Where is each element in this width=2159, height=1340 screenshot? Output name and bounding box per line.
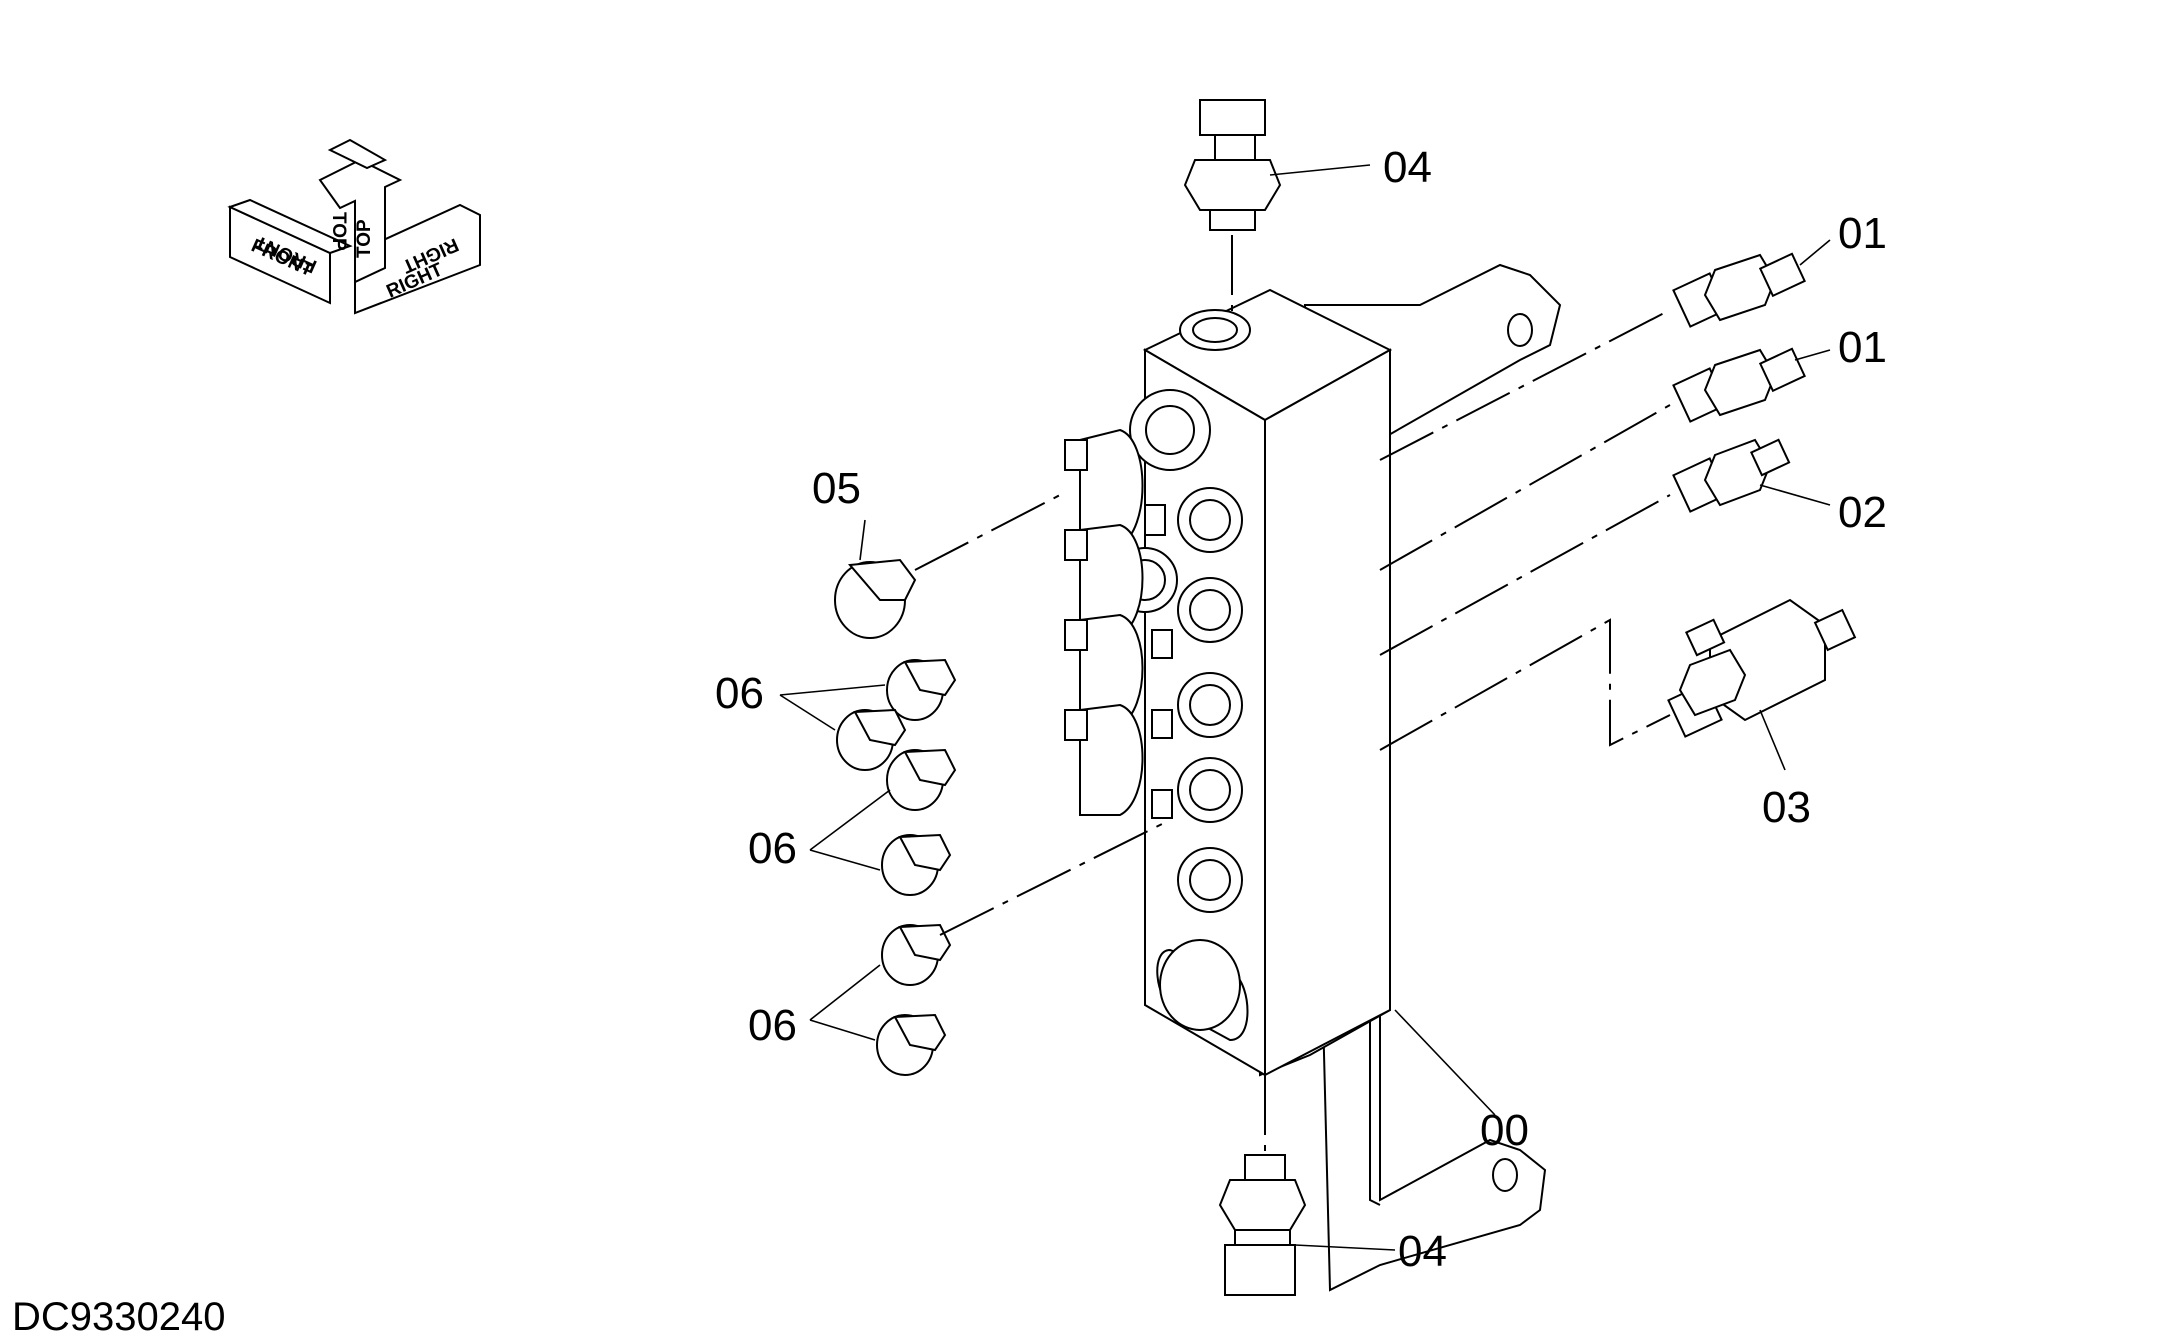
plugs-06 [836,658,957,1076]
fitting-04-top [1183,99,1282,231]
fitting-02 [1672,438,1791,513]
fitting-04-bottom [1218,1154,1307,1296]
callout-01-upper: 01 [1838,209,1887,258]
callout-06-top: 06 [715,669,764,718]
assembly-lines [914,235,1671,1155]
fitting-01-lower [1672,347,1806,423]
callout-00: 00 [1480,1106,1529,1155]
callouts: 04 01 01 02 03 05 06 06 06 00 04 [715,143,1887,1276]
fitting-01-upper [1672,252,1806,328]
callout-04-bottom: 04 [1398,1227,1447,1276]
check-valves [1064,428,1144,816]
orientation-top-label: TOP [328,212,349,251]
callout-03: 03 [1762,783,1811,832]
callout-02: 02 [1838,488,1887,537]
callout-04-top: 04 [1383,143,1432,192]
document-id: DC9330240 [12,1295,226,1339]
callout-01-lower: 01 [1838,323,1887,372]
callout-06-bottom: 06 [748,1001,797,1050]
orientation-top-mirror-label: TOP [354,219,375,258]
plug-05 [834,558,917,639]
callout-06-middle: 06 [748,824,797,873]
orientation-symbol: FRONT FRONT TOP TOP RIGHT RIGHT [227,138,481,315]
leader-lines [779,164,1831,1251]
tee-fitting-03 [1667,598,1857,738]
callout-05: 05 [812,464,861,513]
port-bosses [1112,389,1243,913]
